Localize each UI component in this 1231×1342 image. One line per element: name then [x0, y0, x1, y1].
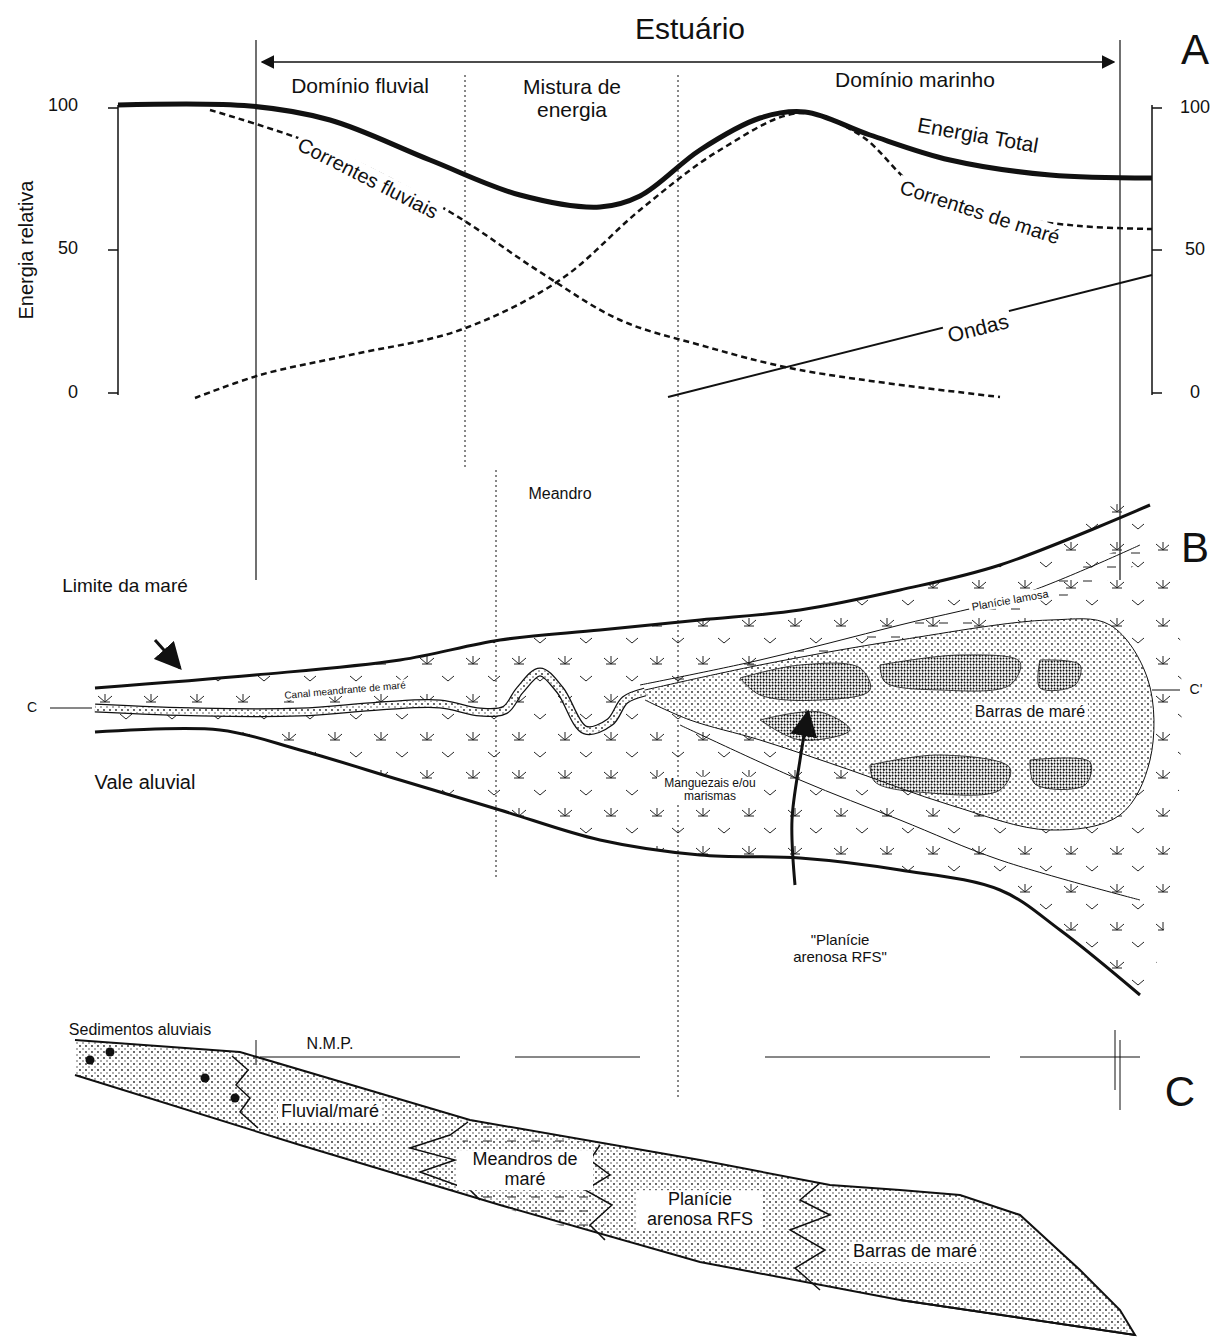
gravel-clast [201, 1074, 210, 1083]
estuary-limit [255, 40, 256, 580]
label: 0 [68, 383, 78, 403]
label: 50 [1185, 240, 1205, 260]
label: C' [1190, 682, 1203, 697]
label: Limite da maré [62, 576, 188, 597]
tide-limit-arrow [155, 640, 180, 668]
tidal-bar [740, 663, 871, 700]
label: Correntes fluviais [291, 132, 444, 224]
mean-sea-level [1020, 1057, 1140, 1058]
label: Planície arenosa RFS [637, 1190, 763, 1230]
estuary-outline-fill [95, 501, 1182, 996]
tidal-bar [1030, 758, 1092, 790]
tidal-bar [880, 655, 1021, 691]
tidal-current-curve [195, 113, 1152, 398]
tick [108, 392, 118, 394]
estuary-arrow [262, 61, 1114, 63]
gravel-clast [231, 1094, 240, 1103]
label: Meandros de maré [457, 1150, 593, 1190]
tick [1152, 249, 1162, 251]
estuary-bank [95, 729, 1140, 995]
label: A [1181, 27, 1209, 73]
label: C [27, 700, 37, 715]
total-energy-curve [118, 104, 1152, 207]
tidal-bar [1038, 660, 1081, 691]
label: Domínio fluvial [291, 74, 429, 97]
section-wedge [75, 1040, 1135, 1335]
label: Estuário [635, 12, 745, 45]
tick [1152, 392, 1162, 394]
tick [1152, 107, 1162, 109]
zone-divider [465, 75, 466, 470]
label: Fluvial/maré [278, 1102, 382, 1122]
estuary-limit [1119, 40, 1120, 580]
label: N.M.P. [307, 1035, 354, 1053]
label: Barras de maré [972, 703, 1088, 721]
zone-divider [678, 75, 679, 1100]
label: 50 [58, 239, 78, 259]
tidal-channel-fill [95, 672, 645, 731]
section-cross [1115, 1030, 1116, 1090]
section-line [1152, 690, 1180, 691]
label: "Planície arenosa RFS" [785, 932, 895, 965]
facies-boundary [790, 1183, 830, 1290]
section-base [900, 1300, 1135, 1335]
estuary-limit [1120, 1040, 1121, 1110]
mean-sea-level [765, 1057, 990, 1058]
sand-flat [645, 619, 1154, 830]
tick [108, 249, 118, 251]
label: Domínio marinho [835, 68, 995, 91]
label: Sedimentos aluviais [69, 1021, 211, 1039]
gravel-clast [86, 1056, 95, 1065]
sand-flat-dots [645, 619, 1154, 830]
label: Ondas [942, 309, 1013, 348]
label: B [1181, 525, 1209, 571]
section-line [50, 708, 92, 709]
label: Energia relativa [15, 181, 37, 320]
mean-sea-level [260, 1057, 460, 1058]
mean-sea-level [515, 1057, 640, 1058]
label: 100 [48, 96, 78, 116]
gravel-clast [106, 1048, 115, 1057]
label: Manguezais e/ou marismas [657, 777, 763, 803]
label: 0 [1190, 383, 1200, 403]
label: Barras de maré [850, 1242, 980, 1262]
label: 100 [1180, 98, 1210, 118]
label: Mistura de energia [497, 75, 647, 121]
label: Vale aluvial [95, 771, 196, 793]
label: C [1165, 1069, 1195, 1115]
rfs-pointer-arrow [792, 712, 808, 885]
tidal-channel-dots [95, 672, 645, 731]
estuary-limit [256, 1040, 257, 1065]
tick [108, 107, 118, 109]
label: Meandro [528, 485, 591, 503]
facies-boundary [232, 1056, 258, 1128]
label: Energia Total [913, 112, 1043, 157]
wave-energy-line [668, 275, 1152, 397]
label: Correntes de maré [894, 175, 1065, 249]
tidal-meander-facies [455, 1122, 605, 1240]
tidal-bar [870, 755, 1011, 795]
tidal-channel [95, 672, 645, 731]
